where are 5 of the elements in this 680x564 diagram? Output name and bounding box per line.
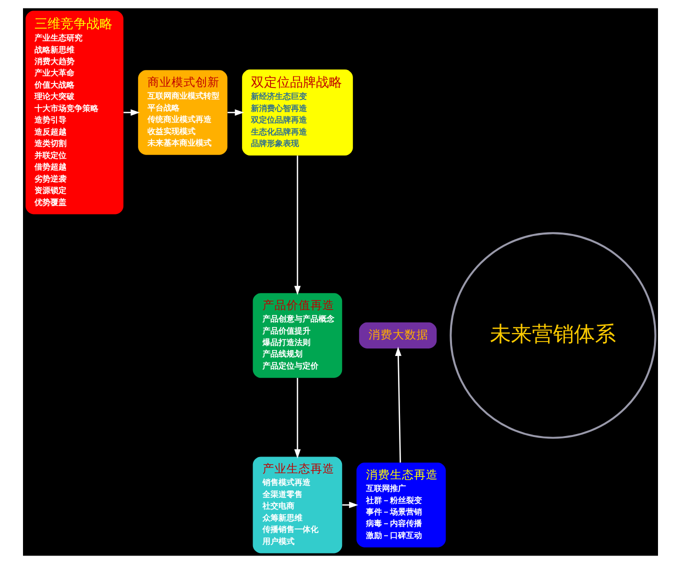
arrow bbox=[294, 378, 300, 458]
node-box: 消费大数据 bbox=[358, 322, 436, 348]
arrow bbox=[294, 156, 300, 296]
arrow bbox=[394, 346, 401, 463]
node-circle: 未来营销体系 bbox=[449, 232, 656, 439]
